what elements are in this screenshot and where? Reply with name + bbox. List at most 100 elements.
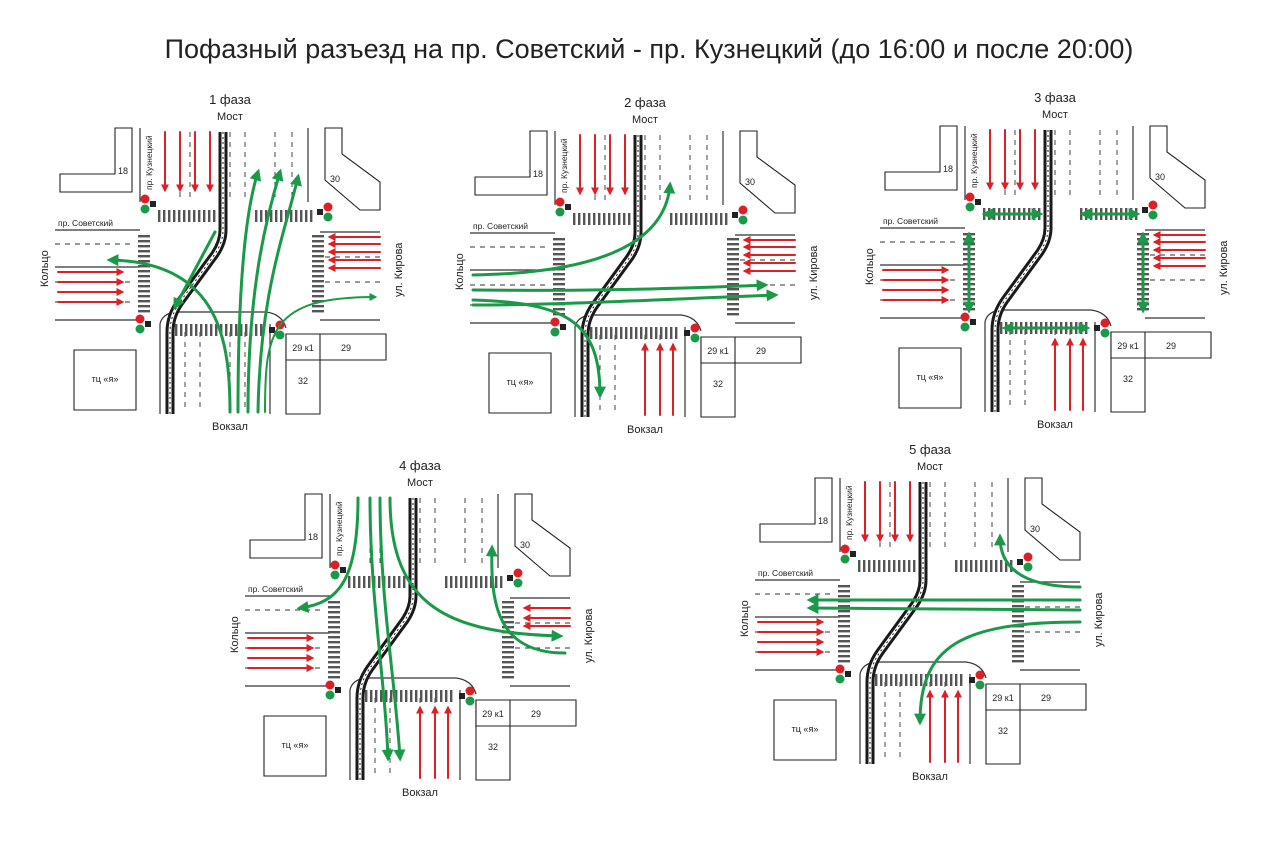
crosswalk-stripe — [185, 324, 188, 336]
traffic-light-green — [513, 578, 523, 588]
crosswalk-stripe — [553, 263, 565, 266]
crosswalk-stripe — [838, 590, 850, 593]
crosswalk-stripe — [727, 298, 739, 301]
crosswalk-stripe — [838, 605, 850, 608]
traffic-light-red — [513, 568, 523, 578]
crosswalk-stripe — [385, 690, 388, 702]
crosswalk-stripe — [930, 674, 933, 686]
crosswalk-stripe — [895, 674, 898, 686]
crosswalk-stripe — [380, 690, 383, 702]
crosswalk-stripe — [727, 313, 739, 316]
traffic-light-green — [1100, 328, 1110, 338]
crosswalk-stripe — [553, 258, 565, 261]
north-label: Мост — [407, 477, 433, 489]
crosswalk-stripe — [838, 660, 850, 663]
crosswalk-stripe — [715, 213, 718, 225]
crosswalk-stripe — [312, 295, 324, 298]
traffic-light-green — [135, 324, 145, 334]
crosswalk-stripe — [180, 324, 183, 336]
traffic-light-green — [275, 330, 285, 340]
crosswalk-stripe — [328, 621, 340, 624]
building-18-label: 18 — [943, 164, 953, 174]
crosswalk-stripe — [328, 636, 340, 639]
crosswalk-stripe — [348, 576, 351, 588]
phase-movements — [247, 496, 571, 779]
traffic-light-red — [550, 317, 560, 327]
crosswalk-stripe — [913, 560, 916, 572]
crosswalk-stripe — [838, 625, 850, 628]
crosswalk-stripe — [863, 560, 866, 572]
movement-south-north-2 — [246, 168, 284, 414]
crosswalk-stripe — [553, 308, 565, 311]
north-label: Мост — [217, 111, 243, 123]
crosswalk-stripe — [665, 327, 668, 339]
crosswalk-stripe — [1012, 585, 1024, 588]
crosswalk-stripe — [502, 656, 514, 659]
building-30-label: 30 — [1155, 172, 1165, 182]
building-mall-label: тц «я» — [917, 372, 944, 382]
crosswalk-stripe — [398, 576, 401, 588]
movement-west-right — [471, 298, 606, 399]
building-30 — [1149, 125, 1206, 209]
crosswalk-stripe — [502, 651, 514, 654]
tram-track — [865, 482, 928, 764]
crosswalk-stripe — [980, 560, 983, 572]
crosswalk-stripe — [727, 278, 739, 281]
crosswalk-stripe — [727, 243, 739, 246]
building-mall — [73, 349, 137, 411]
road-corner-south — [859, 661, 987, 679]
crosswalk-stripe — [727, 303, 739, 306]
crosswalk-stripe — [485, 576, 488, 588]
tram-track-inner — [358, 498, 415, 780]
crosswalk-stripe — [328, 641, 340, 644]
movement-south-left — [106, 254, 232, 414]
crosswalk-stripe — [955, 560, 958, 572]
building-18 — [759, 477, 833, 543]
crosswalk-stripe — [727, 308, 739, 311]
crosswalk-stripe — [230, 324, 233, 336]
traffic-light-red — [135, 314, 145, 324]
crosswalk-stripe — [203, 210, 206, 222]
south-label: Вокзал — [1037, 419, 1073, 431]
avenue-north-label: пр. Кузнецкий — [334, 501, 344, 556]
building-18-label: 18 — [818, 516, 828, 526]
traffic-light-body — [969, 677, 975, 683]
building-mall-label: тц «я» — [507, 377, 534, 387]
traffic-light-green — [140, 204, 150, 214]
crosswalk-stripe — [838, 620, 850, 623]
traffic-light-green — [1148, 210, 1158, 220]
crosswalk-stripe — [255, 324, 258, 336]
building-mall — [898, 347, 962, 409]
crosswalk-stripe — [960, 674, 963, 686]
crosswalk-stripe — [138, 295, 150, 298]
crosswalk-stripe — [578, 213, 581, 225]
crosswalk-stripe — [300, 210, 303, 222]
crosswalk-stripe — [310, 210, 313, 222]
crosswalk-stripe — [883, 560, 886, 572]
east-label: ул. Кирова — [808, 245, 820, 300]
crosswalk-stripe — [502, 646, 514, 649]
traffic-light-red — [1148, 200, 1158, 210]
building-29-k1-label: 29 к1 — [482, 709, 503, 719]
traffic-light-body — [1142, 207, 1148, 213]
crosswalk-stripe — [727, 288, 739, 291]
crosswalk-stripe — [168, 210, 171, 222]
north-label: Мост — [632, 114, 658, 126]
traffic-light-body — [335, 687, 341, 693]
building-18 — [884, 125, 958, 191]
crosswalk-stripe — [838, 655, 850, 658]
crosswalk-stripe — [1012, 590, 1024, 593]
crosswalk-stripe — [368, 576, 371, 588]
crosswalk-stripe — [390, 690, 393, 702]
crosswalk-stripe — [660, 327, 663, 339]
crosswalk-stripe — [183, 210, 186, 222]
crosswalk-stripe — [312, 265, 324, 268]
crosswalk-stripe — [178, 210, 181, 222]
crosswalk-stripe — [245, 324, 248, 336]
traffic-light-green — [555, 207, 565, 217]
crosswalk-stripe — [450, 690, 453, 702]
